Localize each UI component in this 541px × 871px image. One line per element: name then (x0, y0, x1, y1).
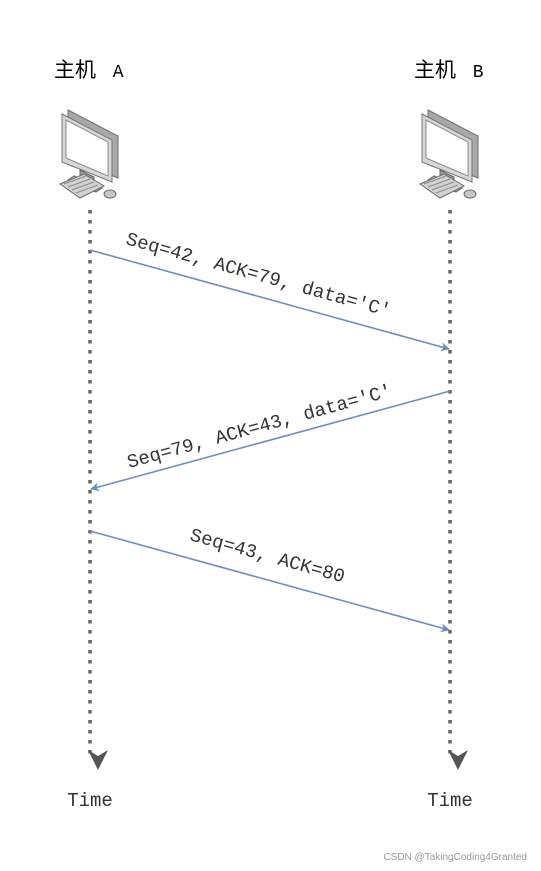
host-b-id: B (473, 63, 484, 83)
host-b-title: 主机 (414, 58, 456, 82)
message-label-1: Seq=42, ACK=79, data='C' (123, 229, 393, 323)
host-a-label: 主机 A (54, 58, 124, 83)
message-label-3: Seq=43, ACK=80 (187, 525, 347, 589)
host-a-title: 主机 (54, 58, 96, 82)
message-label-2: Seq=79, ACK=43, data='C' (125, 380, 395, 473)
host-a-id: A (113, 63, 124, 83)
message-arrow-2 (90, 390, 451, 492)
host-a-time-label: Time (67, 790, 113, 812)
message-arrow-3 (89, 530, 450, 633)
desktop-computer-icon (59, 109, 119, 199)
message-arrow-1 (89, 249, 450, 352)
desktop-computer-icon (419, 109, 479, 199)
watermark: CSDN @TakingCoding4Granted (383, 852, 527, 863)
host-b-label: 主机 B (414, 58, 484, 83)
host-b-time-label: Time (427, 790, 473, 812)
